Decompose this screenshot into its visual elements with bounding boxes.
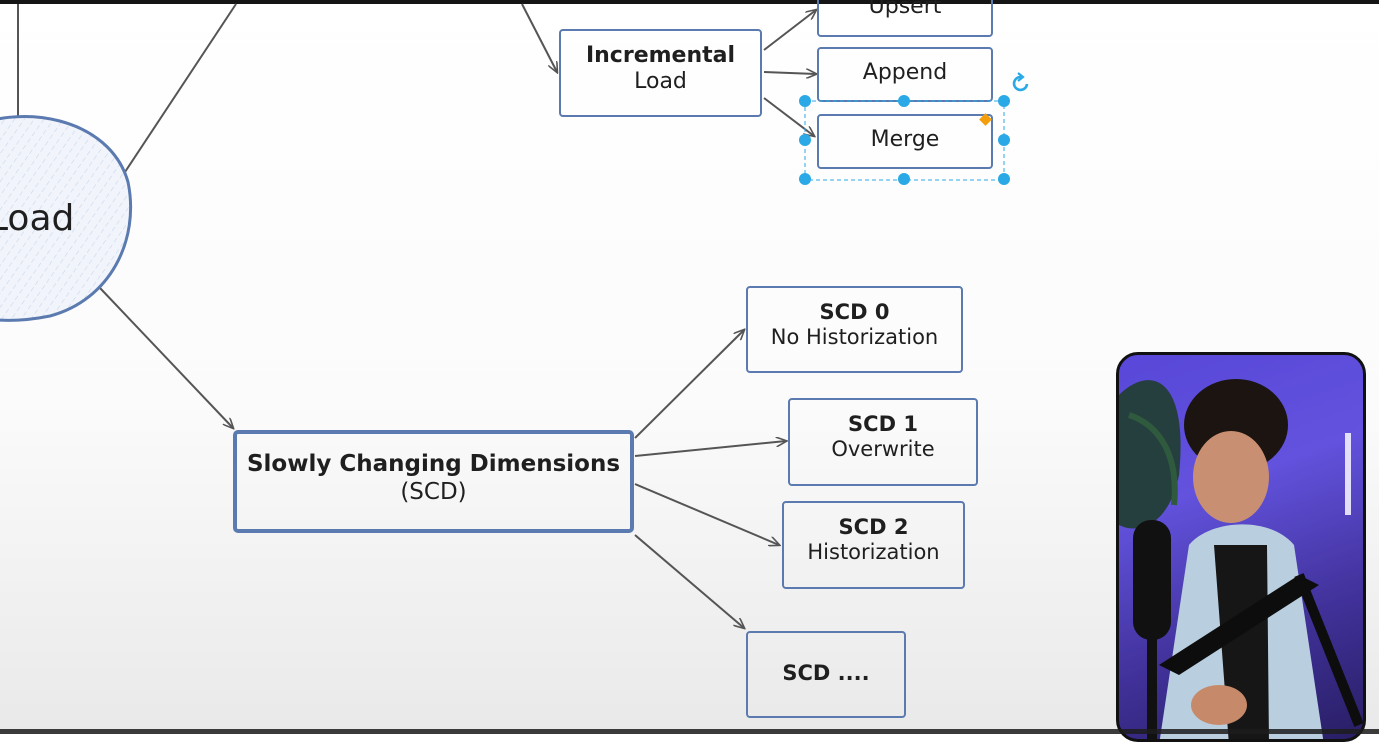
scd1-title: SCD 1	[848, 412, 918, 436]
scd1-box[interactable]	[788, 398, 978, 486]
incremental-title: Incremental	[585, 43, 736, 68]
upsert-box[interactable]	[817, 0, 993, 37]
selection-handle[interactable]	[799, 134, 811, 146]
scd0-subtitle: No Historization	[770, 325, 939, 350]
selection-handle[interactable]	[898, 95, 910, 107]
connector-load-up	[124, 3, 237, 173]
scd0-title: SCD 0	[819, 300, 890, 324]
selection-handle[interactable]	[998, 95, 1010, 107]
selection-handle[interactable]	[998, 173, 1010, 185]
scd0-box[interactable]	[746, 286, 963, 373]
connector-to-scd0	[634, 330, 744, 439]
scd2-box[interactable]	[782, 501, 965, 589]
merge-label: Merge	[870, 127, 940, 152]
selection-handle[interactable]	[998, 134, 1010, 146]
merge-box[interactable]	[817, 114, 993, 169]
selection-handle[interactable]	[898, 173, 910, 185]
scdmore-label: SCD ....	[782, 661, 870, 685]
connector-to-upsert	[763, 10, 816, 51]
incremental-load-box[interactable]	[559, 29, 762, 117]
load-label: Load	[0, 198, 75, 239]
incremental-load-label: Incremental Load	[560, 43, 761, 96]
scd2-label: SCD 2 Historization	[783, 515, 964, 565]
connector-to-scd1	[634, 441, 786, 457]
load-circle[interactable]	[0, 115, 133, 322]
merge-selection	[799, 72, 1029, 185]
node-boxes	[233, 0, 993, 718]
presenter-video	[1119, 355, 1363, 739]
scdmore-box[interactable]	[746, 631, 906, 718]
scd2-title: SCD 2	[838, 515, 909, 539]
append-label: Append	[862, 60, 948, 85]
incremental-subtitle: Load	[634, 69, 687, 95]
rotate-icon[interactable]	[1012, 72, 1029, 92]
scd0-label: SCD 0 No Historization	[747, 300, 962, 350]
scd-title: Slowly Changing Dimensions	[246, 451, 621, 477]
connector-to-merge	[763, 97, 814, 136]
connector-to-append	[763, 72, 816, 74]
connector-load-to-scd	[99, 287, 233, 428]
scd-label: Slowly Changing Dimensions (SCD)	[235, 451, 632, 506]
scd2-subtitle: Historization	[807, 540, 940, 565]
upsert-label: Upsert	[868, 0, 942, 19]
connectors	[17, 3, 816, 628]
selection-handle[interactable]	[799, 95, 811, 107]
top-bar	[0, 0, 1379, 4]
selection-handle[interactable]	[799, 173, 811, 185]
connector-to-incremental	[521, 3, 557, 72]
connector-to-scdmore	[634, 534, 744, 628]
scd-subtitle: (SCD)	[400, 478, 467, 505]
connector-to-scd2	[634, 483, 779, 545]
webcam-overlay	[1116, 352, 1366, 742]
bottom-bar	[0, 729, 1379, 734]
scd-box[interactable]	[233, 430, 634, 533]
scd1-label: SCD 1 Overwrite	[789, 412, 977, 462]
scd1-subtitle: Overwrite	[831, 437, 935, 462]
